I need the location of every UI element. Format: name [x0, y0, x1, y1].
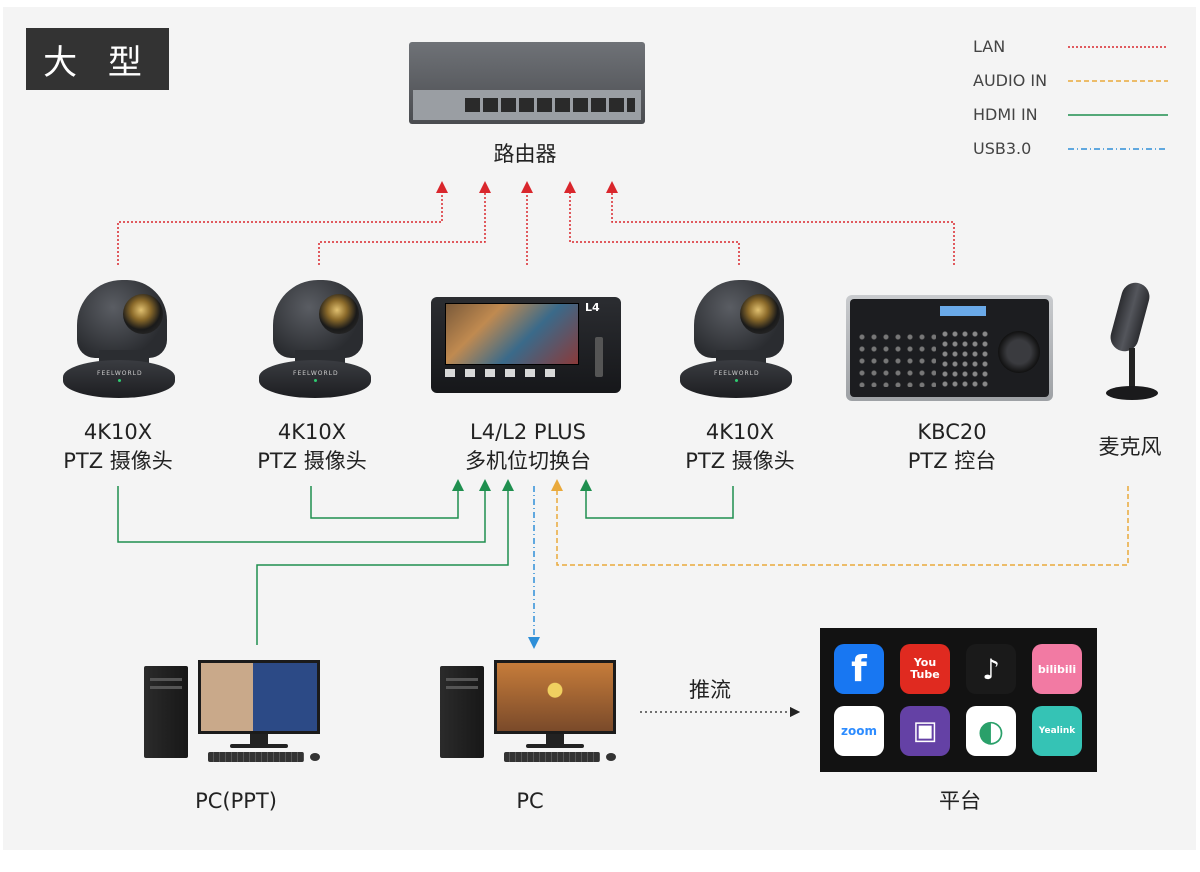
video-content	[497, 663, 613, 731]
camera-brand: FEELWORLD	[293, 370, 339, 377]
zoom-icon: zoom	[834, 706, 884, 756]
drive-slot	[446, 686, 478, 689]
monitor-screen	[198, 660, 320, 734]
controller-joystick	[998, 331, 1040, 373]
hdmi-line-camera-1	[117, 479, 491, 543]
monitor-stand	[250, 734, 268, 744]
controller-type: PTZ 控台	[907, 449, 997, 473]
camera-3-label: 4K10X PTZ 摄像头	[670, 418, 810, 476]
hdmi-line-pc-ppt	[256, 479, 514, 645]
bilibili-icon: bilibili	[1032, 644, 1082, 694]
camera-lens	[123, 294, 163, 334]
pc-ppt-label: PC(PPT)	[195, 789, 277, 813]
drive-slot	[446, 678, 478, 681]
twitch-icon: ▣	[900, 706, 950, 756]
switcher-model-badge: L4	[585, 301, 600, 314]
camera-1-model: 4K10X	[83, 420, 153, 444]
camera-status-led	[118, 379, 121, 382]
camera-3-type: PTZ 摄像头	[685, 449, 795, 473]
camera-2-type: PTZ 摄像头	[257, 449, 367, 473]
pc-tower	[144, 666, 188, 758]
microphone-stand	[1129, 348, 1135, 388]
keyboard	[504, 752, 600, 762]
scenario-badge: 大 型	[26, 28, 169, 90]
camera-1-type: PTZ 摄像头	[63, 449, 173, 473]
ptz-camera-2: FEELWORLD	[259, 280, 371, 398]
pc-device	[440, 660, 618, 764]
ptz-controller-device	[846, 295, 1053, 401]
switcher-model: L4/L2 PLUS	[470, 420, 586, 444]
monitor-screen	[494, 660, 616, 734]
drive-slot	[150, 686, 182, 689]
pc-ppt-device	[144, 660, 322, 764]
streaming-app-icon: ◐	[966, 706, 1016, 756]
mouse	[606, 753, 616, 761]
camera-2-label: 4K10X PTZ 摄像头	[242, 418, 382, 476]
router-device	[409, 42, 645, 124]
legend-usb-label: USB3.0	[973, 139, 1032, 158]
monitor-foot	[526, 744, 584, 748]
camera-status-led	[314, 379, 317, 382]
switcher-buttons	[445, 369, 557, 377]
camera-3-model: 4K10X	[705, 420, 775, 444]
microphone-base	[1106, 386, 1158, 400]
switcher-label: L4/L2 PLUS 多机位切换台	[440, 418, 616, 476]
camera-1-label: 4K10X PTZ 摄像头	[48, 418, 188, 476]
router-label: 路由器	[493, 142, 557, 166]
camera-lens	[740, 294, 780, 334]
camera-brand: FEELWORLD	[97, 370, 143, 377]
platform-label: 平台	[939, 789, 981, 813]
controller-label: KBC20 PTZ 控台	[882, 418, 1022, 476]
microphone-device	[1104, 279, 1164, 402]
lan-line-camera-2	[318, 181, 491, 265]
switcher-device: L4	[431, 297, 621, 393]
switcher-type: 多机位切换台	[465, 449, 591, 473]
pc-tower	[440, 666, 484, 758]
microphone-head	[1107, 279, 1153, 355]
camera-lens	[319, 294, 359, 334]
camera-2-model: 4K10X	[277, 420, 347, 444]
lan-line-camera-1	[117, 181, 448, 265]
controller-display	[940, 306, 986, 316]
legend-hdmi-label: HDMI IN	[973, 105, 1038, 124]
hdmi-line-camera-2	[310, 479, 464, 519]
yealink-icon: Yealink	[1032, 706, 1082, 756]
mouse	[310, 753, 320, 761]
stream-label: 推流	[689, 678, 731, 702]
ptz-camera-1: FEELWORLD	[63, 280, 175, 398]
legend-audio-label: AUDIO IN	[973, 71, 1048, 90]
hdmi-line-camera-3	[580, 479, 734, 519]
slide-content	[201, 663, 317, 731]
controller-knobs	[856, 331, 936, 387]
controller-buttons	[940, 329, 990, 387]
camera-status-led	[735, 379, 738, 382]
pc-label: PC	[516, 789, 544, 813]
microphone-label: 麦克风	[1098, 435, 1162, 459]
switcher-screen	[445, 303, 579, 365]
drive-slot	[150, 678, 182, 681]
camera-brand: FEELWORLD	[714, 370, 760, 377]
monitor-stand	[546, 734, 564, 744]
monitor-foot	[230, 744, 288, 748]
switcher-tbar	[595, 337, 603, 377]
controller-model: KBC20	[917, 420, 987, 444]
ptz-camera-3: FEELWORLD	[680, 280, 792, 398]
facebook-icon: f	[834, 644, 884, 694]
tiktok-icon: ♪	[966, 644, 1016, 694]
keyboard	[208, 752, 304, 762]
legend-lan-label: LAN	[973, 37, 1006, 56]
lan-line-controller	[606, 181, 955, 265]
audio-line-microphone	[551, 479, 1129, 566]
router-ports	[465, 98, 635, 112]
lan-line-camera-3	[564, 181, 740, 265]
